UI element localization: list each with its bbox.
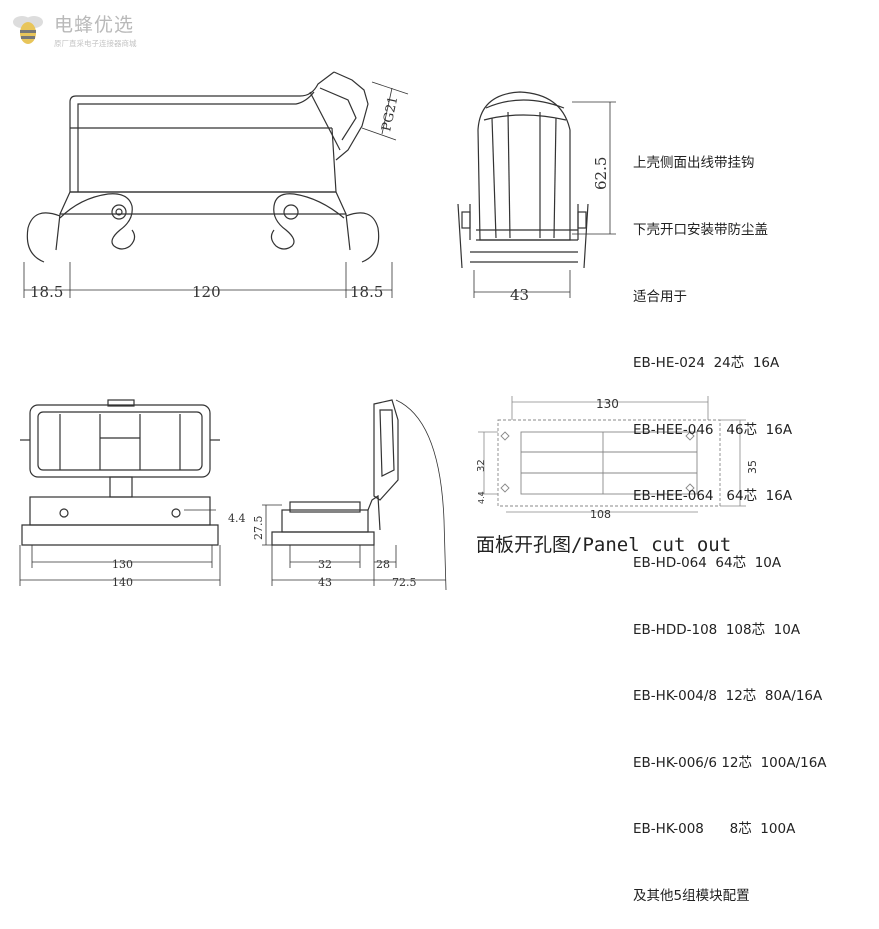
side-view [457,91,616,298]
brand-title: 电蜂优选 [54,14,135,36]
spec-line: 上壳侧面出线带挂钩 [633,155,755,172]
spec-line: EB-HK-004/8 12芯 80A/16A [633,688,823,705]
spec-line: 及其他5组模块配置 [633,887,750,904]
spec-line: 下壳开口安装带防尘盖 [633,222,768,238]
dim-lid-offset: 28 [376,558,390,571]
spec-list: 上壳侧面出线带挂钩 下壳开口安装带防尘盖 适合用于 EB-HE-024 24芯 … [633,108,827,929]
brand-subtitle: 原厂直采电子连接器商城 [54,39,137,48]
dim-panel-hole-dia: 4.4 [477,491,486,504]
base-front-view [19,399,221,586]
bee-icon [13,16,43,44]
dim-bottom-hole: 4.4 [228,512,246,525]
spec-line: EB-HEE-064 64芯 16A [633,488,793,505]
dim-base-height: 27.5 [252,516,265,541]
dim-bottom-inner: 130 [112,558,133,571]
spec-line: EB-HK-008 8芯 100A [633,821,796,838]
spec-line: EB-HE-024 24芯 16A [633,355,780,372]
dim-front-right-hook: 18.5 [350,283,383,301]
dim-base-depth-outer: 43 [318,576,332,589]
spec-line: EB-HK-006/6 12芯 100A/16A [633,754,827,771]
dim-lid-total: 72.5 [392,576,417,589]
dim-side-height: 62.5 [592,157,610,190]
dim-base-depth-inner: 32 [318,558,332,571]
dim-side-width: 43 [510,286,529,304]
dim-cable-entry: PG21 [379,95,401,133]
dim-front-left-hook: 18.5 [30,283,63,301]
dim-front-width: 120 [192,283,221,301]
dim-panel-width: 130 [596,397,619,411]
spec-line: EB-HDD-108 108芯 10A [633,621,801,638]
panel-cutout [478,396,746,513]
panel-cutout-title: 面板开孔图/Panel cut out [476,534,732,556]
dim-panel-hole-height: 32 [476,459,487,472]
base-side-view [262,399,447,591]
technical-drawing: 18.5 120 18.5 PG21 62.5 43 4.4 130 140 2… [19,71,759,591]
spec-line: EB-HD-064 64芯 10A [633,554,782,571]
front-view [23,71,409,298]
dim-bottom-outer: 140 [112,576,133,589]
spec-line: 适合用于 [633,288,687,305]
spec-line: EB-HEE-046 46芯 16A [633,421,793,438]
dim-panel-hole-pitch: 108 [590,508,611,521]
brand-logo: 电蜂优选 原厂直采电子连接器商城 [6,8,166,48]
dim-panel-height: 35 [746,460,759,474]
